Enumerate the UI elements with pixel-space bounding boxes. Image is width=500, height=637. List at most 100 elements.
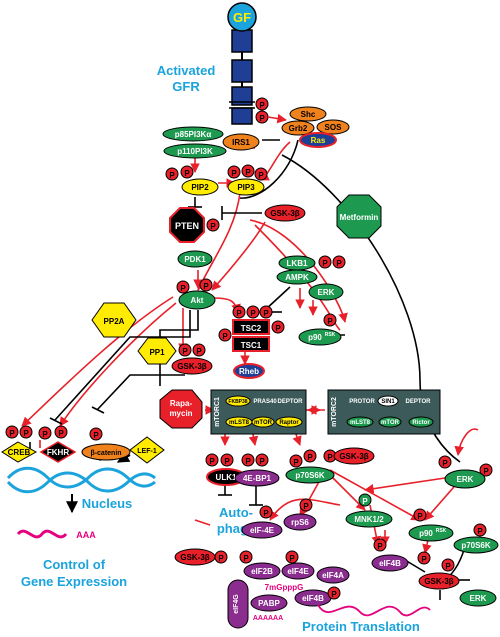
p110-pi3k-node[interactable]: p110PI3K [163, 143, 227, 159]
svg-text:mTORC2: mTORC2 [331, 397, 338, 427]
svg-text:eIF2B: eIF2B [251, 567, 273, 576]
rps6-node[interactable]: P rpS6 [283, 498, 317, 531]
svg-text:PDK1: PDK1 [184, 255, 206, 264]
ampk-node[interactable]: AMPK [276, 269, 318, 285]
svg-text:P: P [421, 555, 427, 564]
4ebp1-node[interactable]: P P 4E-BP1 [234, 453, 280, 487]
svg-text:MNK1/2: MNK1/2 [354, 515, 384, 524]
svg-text:CREB: CREB [8, 448, 31, 457]
svg-text:SOS: SOS [325, 123, 343, 132]
eif4b-node[interactable]: P eIF4B [371, 538, 409, 572]
svg-text:mTOR: mTOR [254, 420, 273, 426]
svg-text:P: P [259, 457, 265, 466]
ras-node[interactable]: Ras [299, 132, 337, 148]
svg-text:P: P [245, 168, 251, 177]
gf-ligand: GF [227, 2, 257, 32]
svg-text:P: P [331, 590, 337, 599]
svg-text:P: P [93, 431, 99, 440]
pten-node[interactable]: PTEN P [169, 207, 220, 243]
svg-text:GSK-3β: GSK-3β [424, 577, 453, 586]
gsk3b-left-node[interactable]: GSK-3β P [174, 548, 228, 566]
p70s6k-lower-node[interactable]: P p70S6K [453, 523, 499, 554]
gsk3b-upper-node[interactable]: GSK-3β [264, 204, 306, 222]
svg-text:PTEN: PTEN [175, 221, 199, 231]
p85-pi3k-node[interactable]: p85PI3Kα [162, 126, 224, 142]
translation-complex[interactable]: eIF4G P eIF2B P eIF4E eIF4A 7mGpppG PABP… [227, 550, 350, 629]
lef1-node[interactable]: LEF-1 [129, 436, 165, 464]
metformin-node[interactable]: Metformin [336, 194, 382, 239]
svg-text:P: P [322, 259, 328, 268]
p70s6k-node[interactable]: P P p70S6K [285, 449, 335, 484]
pip3-node[interactable]: PIP3 [227, 178, 265, 196]
svg-text:LEF-1: LEF-1 [137, 448, 157, 455]
svg-text:P: P [263, 309, 269, 318]
svg-text:P: P [307, 453, 313, 462]
p90rsk-lower-node[interactable]: P p90 RSK [408, 508, 454, 542]
svg-text:RSK: RSK [436, 528, 447, 534]
gsk3b-middle-node[interactable]: P P GSK-3β [171, 343, 213, 375]
mtorc1-complex[interactable]: mTORC1 FKBP38 PRAS40 DEPTOR mLST8 mTOR R… [210, 389, 307, 435]
beta-catenin-node[interactable]: P β-catenin [81, 427, 131, 461]
irs1-node[interactable]: IRS1 [222, 133, 260, 151]
svg-text:Ras: Ras [311, 136, 326, 145]
mnk-node[interactable]: P MNK1/2 [345, 493, 393, 528]
svg-text:p85PI3Kα: p85PI3Kα [175, 130, 212, 139]
svg-text:PIP2: PIP2 [191, 183, 209, 192]
p90rsk-upper-node[interactable]: P p90 RSK [298, 313, 342, 346]
control-label-1: Control of [43, 557, 106, 572]
svg-text:PRAS40: PRAS40 [253, 399, 277, 405]
control-label-2: Gene Expression [21, 574, 127, 589]
pp1-node[interactable]: PP1 [137, 337, 177, 365]
pip2-node[interactable]: PIP2 [181, 178, 219, 196]
svg-text:AAAAAA: AAAAAA [253, 615, 283, 622]
svg-text:TSC2: TSC2 [241, 324, 262, 333]
svg-text:PIP3: PIP3 [237, 183, 255, 192]
svg-text:P: P [224, 457, 230, 466]
svg-text:P: P [58, 429, 64, 438]
svg-text:P: P [243, 554, 249, 563]
svg-text:eIF4A: eIF4A [322, 571, 344, 580]
svg-text:IRS1: IRS1 [232, 138, 250, 147]
svg-text:PP1: PP1 [149, 348, 165, 357]
fkhr-node[interactable]: P P FKHR [38, 425, 77, 463]
gsk3b-lower-node[interactable]: P P GSK-3β [417, 551, 460, 590]
akt-node[interactable]: Akt P P [176, 278, 216, 310]
pdk1-node[interactable]: PDK1 [177, 250, 213, 268]
gsk3b-right-node[interactable]: P GSK-3β [323, 447, 375, 465]
erk-bottom-node[interactable]: ERK [459, 589, 497, 607]
svg-text:mTOR: mTOR [381, 420, 400, 426]
svg-text:p90: p90 [419, 529, 433, 538]
svg-text:eIF4B: eIF4B [379, 559, 401, 568]
svg-text:P: P [245, 457, 251, 466]
shc-node[interactable]: Shc [289, 106, 327, 122]
rheb-node[interactable]: Rheb [233, 363, 265, 379]
svg-text:P: P [218, 554, 224, 563]
lkb1-node[interactable]: LKB1 [278, 255, 316, 271]
sos-node[interactable]: SOS [316, 119, 350, 135]
pp2a-node[interactable]: PP2A [91, 302, 137, 338]
polya-label: AAA [76, 530, 96, 540]
svg-text:Akt: Akt [191, 296, 204, 305]
svg-text:p70S6K: p70S6K [461, 541, 491, 550]
mtorc2-complex[interactable]: mTORC2 PROTOR SIN1 DEPTOR mLST8 mTOR Ric… [327, 389, 441, 435]
tsc-complex[interactable]: P P P TSC2 TSC1 P P [218, 305, 285, 352]
svg-text:mycin: mycin [169, 409, 192, 418]
creb-node[interactable]: P P CREB [1, 425, 38, 463]
svg-text:P: P [250, 309, 256, 318]
autophagy-label-1: Auto- [219, 505, 253, 520]
svg-text:ERK: ERK [318, 288, 335, 297]
svg-text:LKB1: LKB1 [287, 259, 308, 268]
erk-upper-node[interactable]: ERK [308, 283, 344, 301]
svg-text:GSK-3β: GSK-3β [180, 553, 209, 562]
grb2-node[interactable]: Grb2 [281, 120, 315, 136]
svg-text:P: P [303, 502, 309, 511]
svg-text:P: P [293, 458, 299, 467]
erk-right-node[interactable]: P P ERK [438, 455, 493, 489]
svg-text:mLST8: mLST8 [229, 420, 250, 426]
eif4e-node[interactable]: P eIF-4E [241, 505, 283, 539]
svg-text:4E-BP1: 4E-BP1 [243, 474, 272, 483]
svg-text:P: P [259, 114, 265, 123]
svg-text:P: P [210, 222, 216, 231]
rapamycin-node[interactable]: Rapa- mycin [159, 389, 203, 429]
